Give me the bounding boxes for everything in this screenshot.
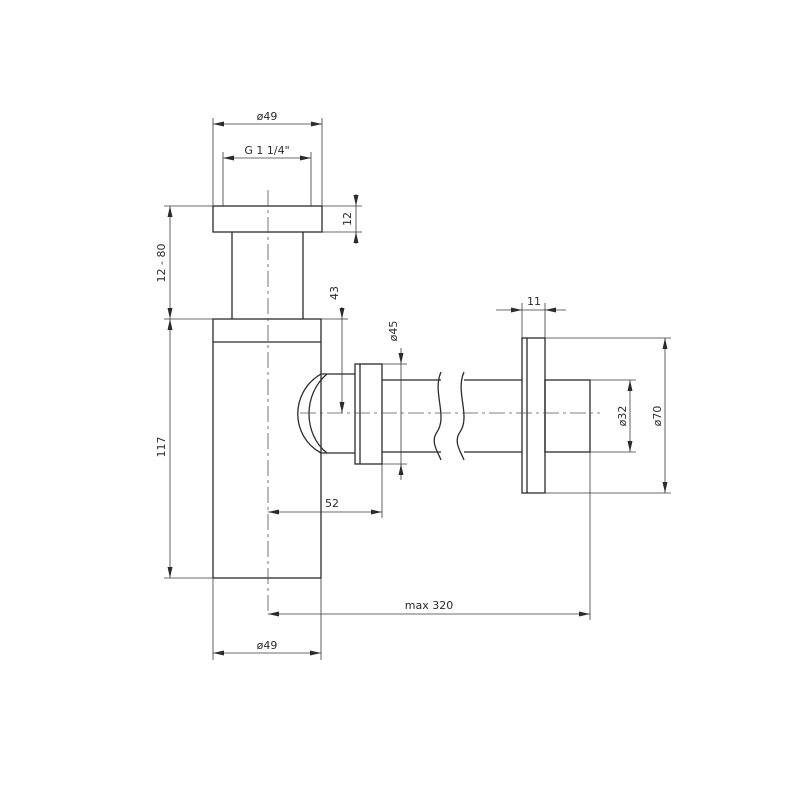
union-nut [354, 363, 383, 465]
top-cap [212, 205, 323, 233]
arrowhead [167, 206, 173, 217]
arrowhead [268, 611, 279, 617]
label-thread: G 1 1/4" [244, 144, 289, 157]
arrowhead [213, 121, 224, 127]
arrowhead [545, 307, 556, 313]
arrowhead [398, 353, 404, 364]
arrowhead [511, 307, 522, 313]
arrowhead [353, 195, 359, 206]
label-outlet-offset: 43 [328, 286, 341, 300]
label-cap-diameter: ø49 [257, 110, 278, 123]
label-nut-diameter: ø45 [387, 321, 400, 342]
arrowhead [268, 509, 279, 515]
arrowhead [310, 650, 321, 656]
arrowhead [579, 611, 590, 617]
arrowhead [662, 482, 668, 493]
arrowhead [213, 650, 224, 656]
label-flange-diameter: ø70 [651, 406, 664, 427]
arrowhead [167, 308, 173, 319]
arrowhead [339, 402, 345, 413]
label-outlet-length: 52 [325, 497, 339, 510]
wall-connector [544, 379, 591, 453]
trap-body [212, 318, 322, 579]
wall-flange [521, 337, 546, 494]
dimension-labels: ø49 G 1 1/4" 12 12 - 80 117 43 ø45 52 11… [155, 110, 664, 652]
label-max-length: max 320 [405, 599, 453, 612]
arrowhead [398, 464, 404, 475]
arrowhead [371, 509, 382, 515]
arrowhead [353, 232, 359, 243]
label-body-diameter: ø49 [257, 639, 278, 652]
dimension-lines [164, 118, 671, 660]
arrowhead [662, 338, 668, 349]
arrowhead [627, 380, 633, 391]
label-cap-height: 12 [341, 212, 354, 226]
arrowhead [167, 567, 173, 578]
pipe-break-right [456, 371, 465, 461]
arrowhead [311, 121, 322, 127]
pipe-break-left [433, 371, 442, 461]
arrowhead [167, 319, 173, 330]
trap-geometry [212, 205, 591, 579]
outlet-elbow-inner [308, 373, 328, 454]
arrowhead [223, 155, 234, 161]
label-pipe-diameter: ø32 [616, 406, 629, 427]
arrowhead [339, 308, 345, 319]
label-height-range: 12 - 80 [155, 244, 168, 283]
label-flange-thickness: 11 [527, 295, 541, 308]
arrowhead [627, 441, 633, 452]
outlet-elbow [297, 373, 355, 454]
arrowhead [300, 155, 311, 161]
label-body-height: 117 [155, 437, 168, 458]
center-lines [267, 190, 600, 615]
